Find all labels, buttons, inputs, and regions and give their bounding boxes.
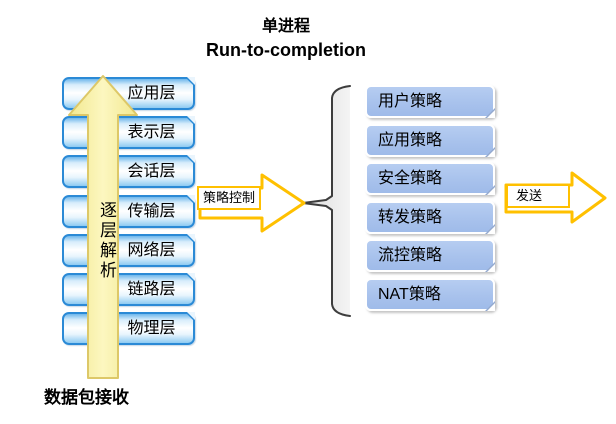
policy-box-app: 应用策略 [365,124,495,157]
layer-label: 网络层 [127,242,176,259]
layer-label: 链路层 [127,281,176,298]
policy-control-label: 策略控制 [197,186,261,210]
curly-brace [302,85,351,317]
layer-label: 表示层 [127,124,176,141]
layer-box-link: 链路层 [62,273,195,306]
title-line-cn: 单进程 [261,18,310,35]
policy-label: 安全策略 [378,170,443,187]
up-arrow-icon [68,75,138,379]
policy-box-security: 安全策略 [365,162,495,195]
send-label: 发送 [506,184,570,208]
layer-label: 物理层 [127,320,176,337]
layer-box-network: 网络层 [62,234,195,267]
policy-label: 流控策略 [378,247,443,264]
page-title: 单进程 Run-to-completion [136,16,436,62]
policy-label: 用户策略 [378,93,443,110]
layer-label: 会话层 [127,163,176,180]
layer-box-session: 会话层 [62,155,195,188]
layer-box-physical: 物理层 [62,312,195,345]
layer-box-presentation: 表示层 [62,116,195,149]
up-arrow-label: 逐层解析 [97,201,116,281]
layer-label: 传输层 [127,203,176,220]
layer-box-transport: 传输层 [62,195,195,228]
policy-label: 应用策略 [378,132,443,149]
policy-label: NAT策略 [378,286,441,303]
policy-label: 转发策略 [378,209,443,226]
policy-box-nat: NAT策略 [365,278,495,311]
policy-box-user: 用户策略 [365,85,495,118]
title-line-en: Run-to-completion [206,40,366,60]
layer-label: 应用层 [127,85,176,102]
policy-box-forward: 转发策略 [365,201,495,234]
policy-box-qos: 流控策略 [365,239,495,272]
packet-receive-label: 数据包接收 [44,388,129,407]
